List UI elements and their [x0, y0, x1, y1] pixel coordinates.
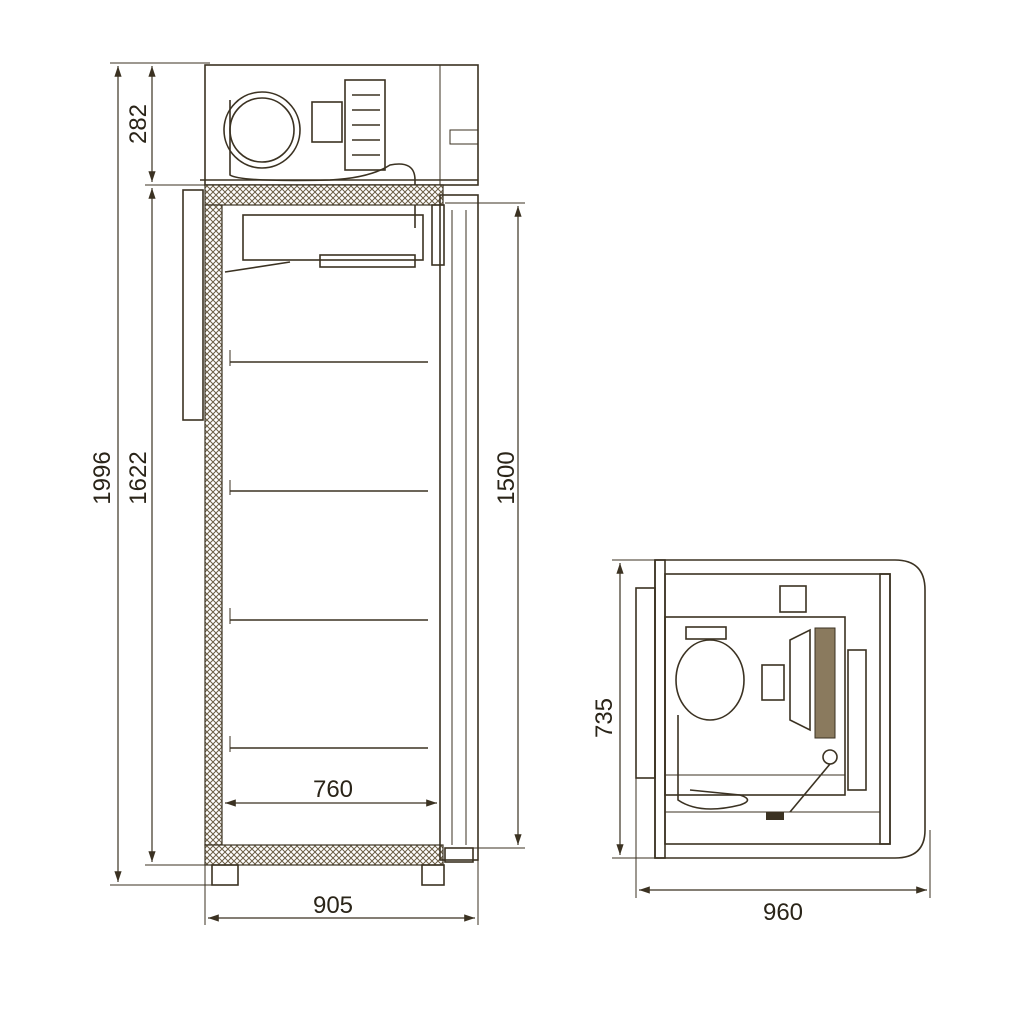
bottom-insulation [204, 844, 444, 866]
condenser-coil-icon [223, 91, 301, 169]
dim-overall-width: 905 [313, 892, 353, 919]
fan-icon [789, 628, 811, 732]
dim-depth: 735 [591, 698, 618, 738]
evaporator-icon [242, 214, 424, 261]
dim-inner-width: 760 [313, 776, 353, 803]
dim-overall-height: 1996 [89, 451, 116, 504]
dim-unit-height: 282 [125, 104, 152, 144]
condenser-icon [814, 627, 836, 739]
top-insulation [204, 184, 444, 206]
condenser-icon [344, 79, 386, 171]
glass-door[interactable] [439, 194, 479, 861]
foot [211, 864, 239, 886]
foot [421, 864, 445, 886]
side-panel [182, 189, 204, 421]
top-view: 735 960 [591, 559, 931, 926]
compressor-icon [675, 639, 745, 721]
dim-width: 960 [763, 899, 803, 926]
mount-plate-icon [779, 585, 807, 613]
side-insulation [204, 204, 223, 846]
front-view: 1996 282 1622 1500 760 905 [89, 62, 525, 925]
dim-body-height: 1622 [125, 451, 152, 504]
unit-outline [654, 559, 926, 859]
dim-door-height: 1500 [493, 451, 520, 504]
